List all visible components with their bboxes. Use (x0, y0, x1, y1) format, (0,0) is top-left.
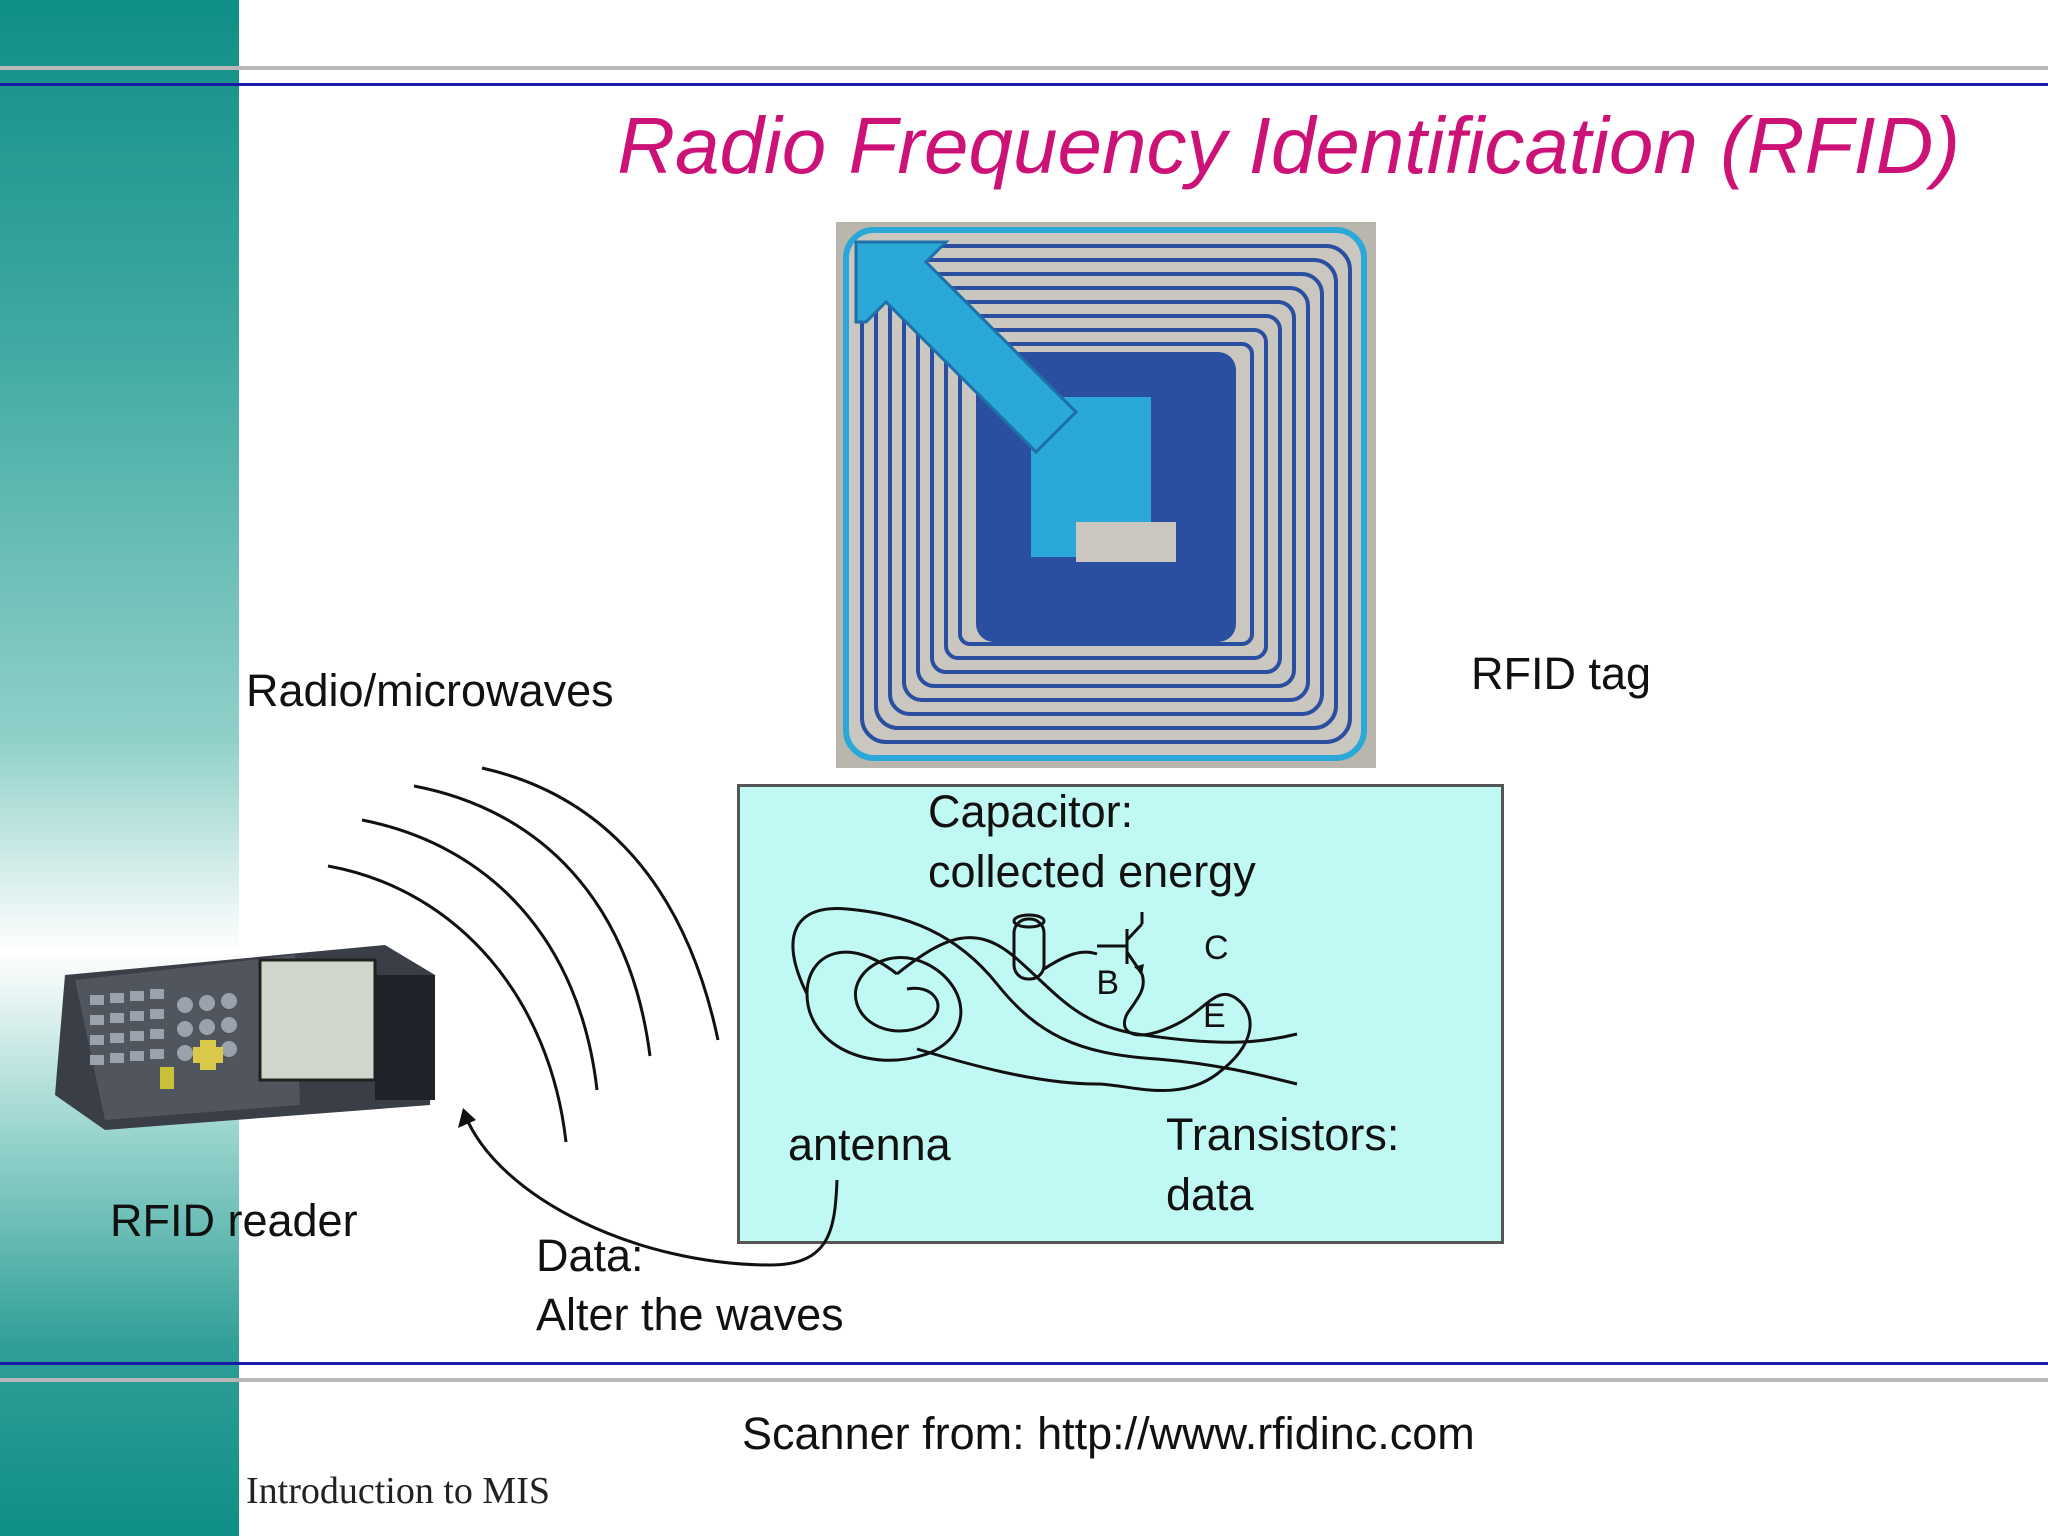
data-arrow (463, 1114, 839, 1267)
rfid-reader-image (55, 945, 435, 1130)
bottom-rule-blue (0, 1362, 2048, 1365)
wave-arc-2 (413, 784, 652, 1057)
data-label-line2: Alter the waves (536, 1289, 844, 1340)
wave-arc-1 (481, 766, 720, 1041)
antenna-outer (791, 906, 1298, 1086)
top-rule-blue (0, 83, 2048, 86)
capacitor-body (1012, 917, 1046, 981)
wave-arc-4 (327, 864, 568, 1143)
capacitor-label-line1: Capacitor: (928, 786, 1134, 837)
bottom-rule-gray (0, 1378, 2048, 1382)
rfid-tag-label: RFID tag (1471, 648, 1652, 699)
circuit-diagram-box (737, 784, 1504, 1244)
transistor-b-label: B (1096, 964, 1119, 1002)
page-title: Radio Frequency Identification (RFID) (617, 101, 1960, 190)
radio-microwaves-label: Radio/microwaves (246, 665, 614, 716)
transistors-label-line2: data (1166, 1169, 1254, 1220)
rfid-tag-image (836, 222, 1376, 768)
sidebar-gradient (0, 0, 239, 1536)
antenna-lead (896, 936, 1298, 1044)
transistor-c-label: C (1204, 929, 1229, 967)
data-label-line1: Data: (536, 1230, 644, 1281)
transistors-label-line1: Transistors: (1166, 1109, 1400, 1160)
rfid-reader-label: RFID reader (110, 1195, 358, 1246)
footer-course-name: Introduction to MIS (246, 1470, 550, 1512)
capacitor-label-line2: collected energy (928, 846, 1256, 897)
antenna-label: antenna (788, 1119, 951, 1170)
circuit-drawing: B C E (791, 906, 1298, 1093)
transistor-e-label: E (1203, 997, 1226, 1035)
top-rule-gray (0, 66, 2048, 70)
scanner-credit: Scanner from: http://www.rfidinc.com (742, 1408, 1475, 1459)
wave-arc-3 (361, 818, 599, 1091)
